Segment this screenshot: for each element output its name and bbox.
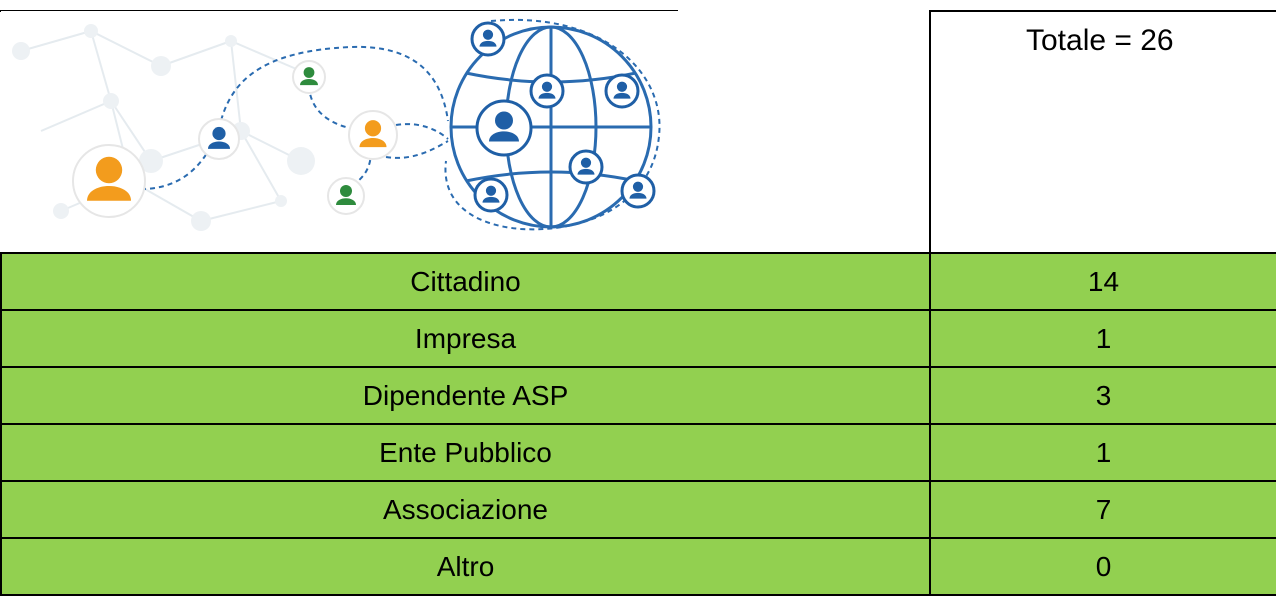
row-value: 0 bbox=[929, 537, 1276, 596]
header-image-cell bbox=[1, 11, 931, 254]
row-label: Cittadino bbox=[0, 252, 931, 311]
table-row: Impresa 1 bbox=[0, 309, 1276, 368]
row-label: Impresa bbox=[0, 309, 931, 368]
total-count-cell: Totale = 26 bbox=[929, 10, 1276, 254]
table-row: Cittadino 14 bbox=[0, 252, 1276, 311]
user-category-table: Totale = 26 Cittadino 14 Impresa 1 Dipen… bbox=[0, 10, 1276, 596]
people-network-globe-icon bbox=[12, 18, 661, 231]
row-value: 7 bbox=[929, 480, 1276, 539]
row-value: 1 bbox=[929, 309, 1276, 368]
table-row: Associazione 7 bbox=[0, 480, 1276, 539]
row-label: Dipendente ASP bbox=[0, 366, 931, 425]
row-label: Altro bbox=[0, 537, 931, 596]
table-row: Altro 0 bbox=[0, 537, 1276, 596]
row-label: Associazione bbox=[0, 480, 931, 539]
table-row: Ente Pubblico 1 bbox=[0, 423, 1276, 482]
row-value: 1 bbox=[929, 423, 1276, 482]
row-value: 3 bbox=[929, 366, 1276, 425]
row-label: Ente Pubblico bbox=[0, 423, 931, 482]
row-value: 14 bbox=[929, 252, 1276, 311]
table-row: Dipendente ASP 3 bbox=[0, 366, 1276, 425]
header-row: Totale = 26 bbox=[1, 10, 1276, 254]
